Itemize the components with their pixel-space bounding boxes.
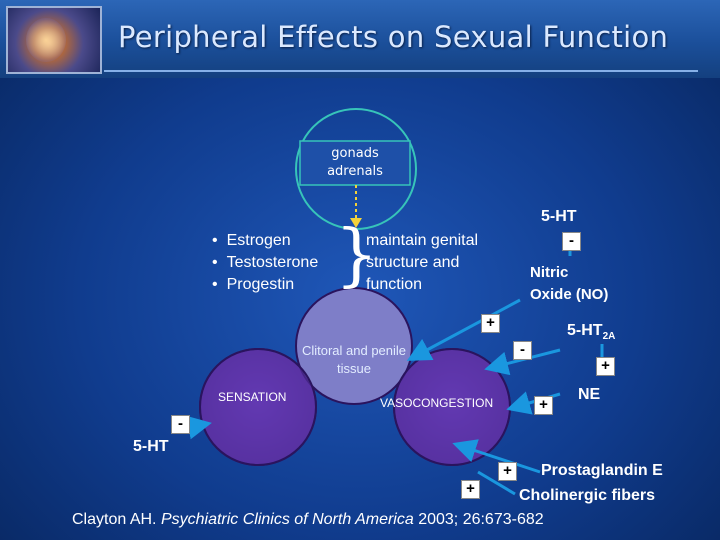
sensation-overlap	[199, 348, 317, 466]
hormone-testosterone: Testosterone	[212, 252, 319, 274]
ht2a-to-sign: +	[596, 357, 615, 376]
no-modulator-label: 5-HT	[541, 208, 577, 225]
tissue-label: Clitoral and penile tissue	[301, 343, 407, 376]
no-modulator-sign: -	[562, 232, 581, 251]
cholinergic-to-vaso-arrow	[477, 470, 516, 496]
brain-logo-image	[6, 6, 102, 74]
hormone-brace: }	[335, 216, 379, 295]
citation-journal: Psychiatric Clinics of North America	[160, 511, 414, 528]
hormone-estrogen: Estrogen	[212, 230, 318, 252]
effect-line-2: structure and	[366, 254, 460, 271]
nitric-oxide-line-1: Nitric	[530, 264, 569, 281]
prostaglandin-sign: +	[498, 462, 517, 481]
ne-label: NE	[578, 386, 601, 403]
title-underline	[104, 70, 698, 72]
nitric-oxide-line-2: Oxide (NO)	[530, 286, 609, 303]
left-ht-sign: -	[171, 415, 190, 434]
effect-line-1: maintain genital	[366, 232, 479, 249]
sensation-label: SENSATION	[218, 390, 287, 404]
box-to-hormones-arrowhead	[350, 218, 362, 228]
ht2a-from-sign: -	[513, 341, 532, 360]
connector-circle	[295, 108, 417, 230]
hormone-list: Estrogen Testosterone Progestin	[212, 230, 319, 296]
cholinergic-sign: +	[461, 480, 480, 499]
ht2a-subscript: 2A	[602, 331, 616, 343]
ne-sign: +	[534, 396, 553, 415]
cholinergic-label: Cholinergic fibers	[519, 487, 656, 504]
source-box	[299, 140, 411, 186]
nitric-oxide-label: Nitric Oxide (NO)	[530, 262, 608, 306]
no-to-tissue-sign: +	[481, 314, 500, 333]
hormone-progestin: Progestin	[212, 274, 318, 296]
source-box-text: gonads adrenals	[300, 145, 410, 181]
left-ht-label: 5-HT	[133, 438, 169, 455]
citation-author: Clayton AH.	[72, 511, 157, 528]
citation: Clayton AH. Psychiatric Clinics of North…	[72, 511, 544, 529]
source-adrenals: adrenals	[327, 164, 383, 179]
vasocongestion-label: VASOCONGESTION	[380, 396, 494, 410]
title-bar	[0, 0, 720, 78]
ht2a-label-text: 5-HT	[567, 322, 603, 339]
hormone-effect: maintain genital structure and function	[366, 230, 478, 296]
prostaglandin-label: Prostaglandin E	[541, 462, 663, 479]
citation-details: 2003; 26:673-682	[418, 511, 544, 528]
effect-line-3: function	[366, 276, 423, 293]
source-gonads: gonads	[331, 146, 379, 161]
prostaglandin-to-vaso-arrow	[452, 439, 541, 474]
slide-title: Peripheral Effects on Sexual Function	[118, 20, 669, 54]
ht2a-label: 5-HT2A	[567, 322, 615, 342]
no-to-tissue-arrow	[406, 298, 521, 361]
